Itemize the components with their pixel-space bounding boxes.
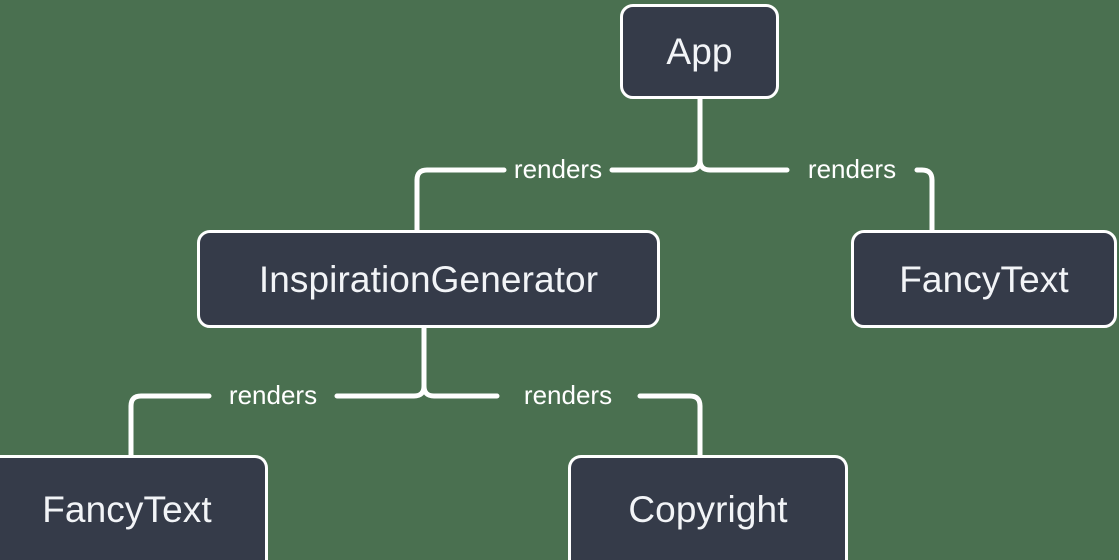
node-inspiration-generator[interactable]: InspirationGenerator xyxy=(197,230,660,328)
edge-label-app-to-fancytext-right: renders xyxy=(807,154,897,184)
node-copyright-label: Copyright xyxy=(628,488,788,530)
edge-inspiration-to-fancytext-left xyxy=(334,383,427,399)
edge-app-to-fancytext-left xyxy=(697,157,790,173)
node-fancytext-bottom[interactable]: FancyText xyxy=(0,455,268,560)
edge-label-app-to-inspiration-generator: renders xyxy=(513,154,603,184)
node-app-label: App xyxy=(666,31,733,72)
node-copyright[interactable]: Copyright xyxy=(568,455,848,560)
edge-app-to-inspiration-left xyxy=(609,157,703,173)
edge-app-to-fancytext-right xyxy=(914,167,935,233)
edge-app-to-inspiration-right xyxy=(414,167,507,233)
edge-inspiration-to-copyright-right xyxy=(637,393,703,458)
edge-inspiration-to-copyright-left xyxy=(421,383,500,399)
node-inspiration-generator-label: InspirationGenerator xyxy=(258,258,599,300)
edge-label-inspiration-generator-to-fancytext-bottom: renders xyxy=(228,380,318,410)
node-fancytext-right-label: FancyText xyxy=(899,258,1069,300)
node-fancytext-right[interactable]: FancyText xyxy=(851,230,1117,328)
node-app[interactable]: App xyxy=(620,4,779,99)
edge-label-inspiration-generator-to-copyright: renders xyxy=(523,380,613,410)
edge-inspiration-to-fancytext-right xyxy=(128,393,212,458)
node-fancytext-bottom-label: FancyText xyxy=(42,488,212,530)
